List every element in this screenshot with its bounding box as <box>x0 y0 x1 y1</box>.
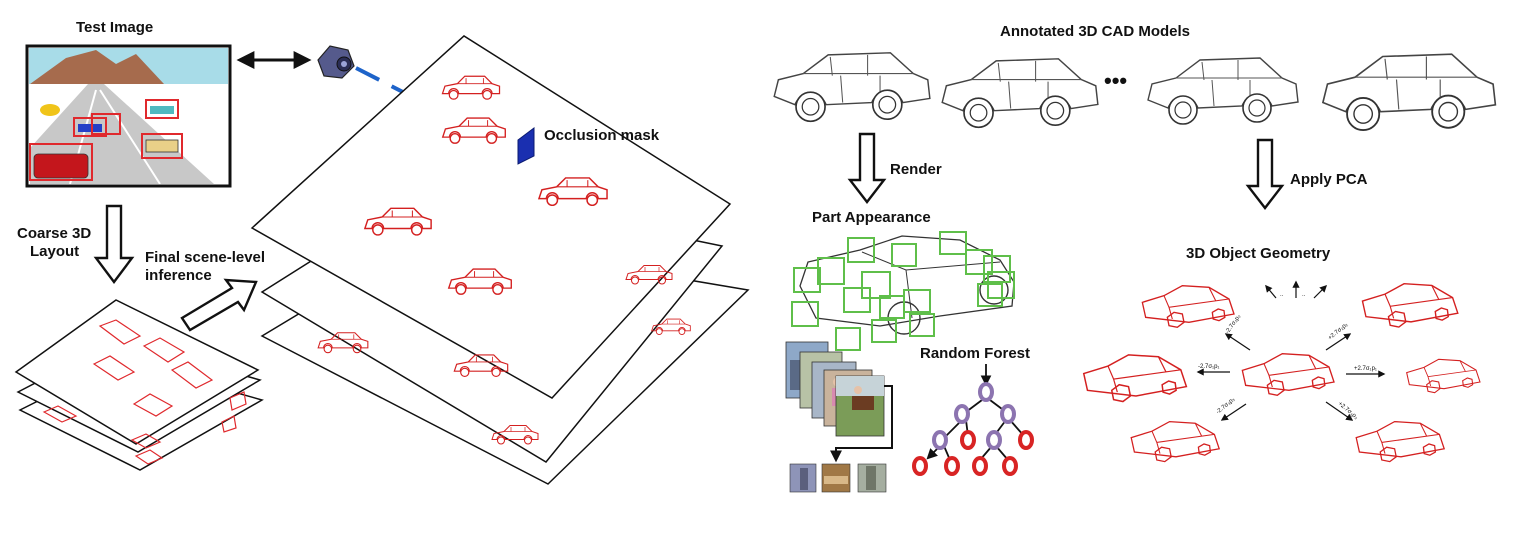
render-label: Render <box>890 161 942 178</box>
final-inference-label-1: Final scene-level <box>145 249 265 266</box>
pca-arrows <box>1196 333 1386 421</box>
scene-stack <box>250 35 750 485</box>
patch-thumbnails <box>789 463 887 493</box>
test-image-label: Test Image <box>76 19 153 36</box>
car-wireframe-icon <box>1405 358 1481 394</box>
coarse-layout-label-2: Layout <box>30 243 79 260</box>
apply-pca-label: Apply PCA <box>1290 171 1368 188</box>
pca-top-arrows <box>1265 280 1328 299</box>
cad-model-row <box>773 51 1497 132</box>
final-inference-label-2: inference <box>145 267 212 284</box>
cad-car-icon <box>1147 57 1299 125</box>
down-arrow <box>93 204 135 284</box>
mountain <box>30 50 164 84</box>
random-forest-label: Random Forest <box>920 345 1030 362</box>
cad-car-icon <box>1321 53 1497 132</box>
pca-arrow <box>1245 138 1285 210</box>
patch-arrow <box>830 385 893 463</box>
object-geometry-label: 3D Object Geometry <box>1186 245 1331 262</box>
part-boxes <box>791 231 1015 351</box>
coarse-layout-stack <box>14 299 264 471</box>
pca-term-up-left: -2.7σ₂p₂ <box>1225 313 1243 335</box>
part-appearance-label: Part Appearance <box>812 209 931 226</box>
ellipsis: ••• <box>1104 68 1127 93</box>
car-wireframe-icon <box>1355 420 1445 463</box>
car-wireframe-icon <box>1141 284 1235 329</box>
cad-car-icon <box>773 51 931 123</box>
camera-icon <box>317 45 355 79</box>
occlusion-mask-label: Occlusion mask <box>544 127 660 144</box>
render-arrow <box>847 132 887 204</box>
annotated-models-label: Annotated 3D CAD Models <box>1000 23 1190 40</box>
cad-car-icon <box>941 57 1099 129</box>
diagonal-arrow <box>180 278 258 332</box>
car-wireframe-icon <box>1130 420 1220 463</box>
coarse-layout-label-1: Coarse 3D <box>17 225 91 242</box>
car-wireframe-icon <box>1361 282 1459 328</box>
test-image <box>25 44 232 188</box>
pca-term-right: +2.7σ₁p₁ <box>1354 366 1377 372</box>
training-photos <box>785 341 885 437</box>
sign-icon <box>40 104 60 116</box>
pca-dots-right: .. <box>1302 292 1306 298</box>
pca-cars <box>1082 282 1481 463</box>
pca-term-up-right: +2.7σ₂p₂ <box>1327 321 1349 341</box>
random-forest-tree <box>912 364 1034 476</box>
car-wireframe-icon <box>1082 354 1188 403</box>
occlusion-mask-icon <box>517 127 535 165</box>
car-wireframe-icon <box>1241 352 1335 397</box>
pca-dots-left: .. <box>1280 292 1284 298</box>
pca-term-left: -2.7σ₁p₁ <box>1198 364 1219 370</box>
